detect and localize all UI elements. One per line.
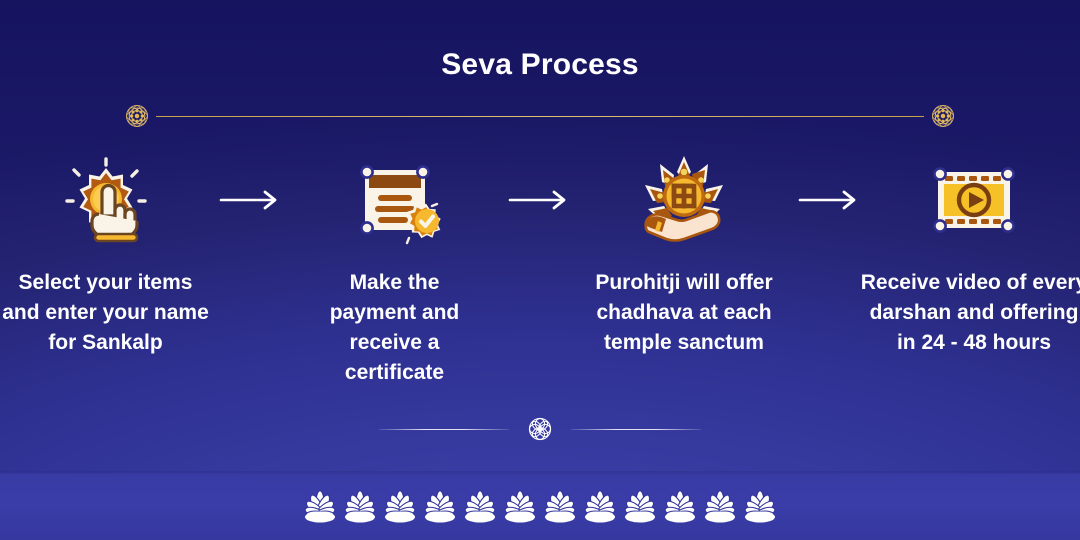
process-step-3[interactable]: Purohitji will offer chadhava at each te… [578,148,790,358]
step-4-icon-wrap [922,148,1026,252]
step-arrow-2 [500,148,578,252]
video-film-play-icon [933,167,1015,233]
flower-rosette-icon [528,417,552,441]
lotus-icon [544,490,576,523]
certificate-seal-icon [359,165,441,245]
bottom-divider-line-left [379,428,509,430]
step-4-caption: Receive video of every darshan and offer… [860,271,1080,354]
lotus-icon [304,490,336,523]
process-step-2[interactable]: Make the payment and receive a certifica… [289,148,500,388]
lotus-icon [584,490,616,523]
process-step-4[interactable]: Receive video of every darshan and offer… [861,148,1080,358]
step-2-caption: Make the payment and receive a certifica… [329,271,460,384]
page-title: Seva Process [441,48,639,81]
step-arrow-1 [211,148,289,252]
seva-process-steps: Select your items and enter your name fo… [0,148,1080,388]
step-1-caption: Select your items and enter your name fo… [2,271,209,354]
arrow-right-icon [798,190,856,210]
mandala-rosette-icon [126,105,148,127]
lotus-icon [384,490,416,523]
top-divider-line [156,115,924,117]
step-2-icon-wrap [343,148,447,252]
lotus-icon [344,490,376,523]
arrow-right-icon [508,190,566,210]
hand-tap-select-icon [64,157,147,243]
step-1-icon-wrap [54,148,158,252]
lotus-icon [744,490,776,523]
lotus-icon [424,490,456,523]
step-arrow-3 [790,148,868,252]
lotus-icon [704,490,736,523]
process-step-1[interactable]: Select your items and enter your name fo… [0,148,211,358]
lotus-icon [464,490,496,523]
step-3-icon-wrap [632,148,736,252]
hand-offering-swastika-flower-icon [644,156,723,242]
lotus-icon [624,490,656,523]
arrow-right-icon [219,190,277,210]
lotus-icon [664,490,696,523]
bottom-divider [0,412,1080,446]
lotus-icon [504,490,536,523]
lotus-border [0,486,1080,524]
bottom-divider-line-right [571,428,701,430]
top-divider [120,100,960,132]
mandala-rosette-icon [932,105,954,127]
step-3-caption: Purohitji will offer chadhava at each te… [595,271,773,354]
